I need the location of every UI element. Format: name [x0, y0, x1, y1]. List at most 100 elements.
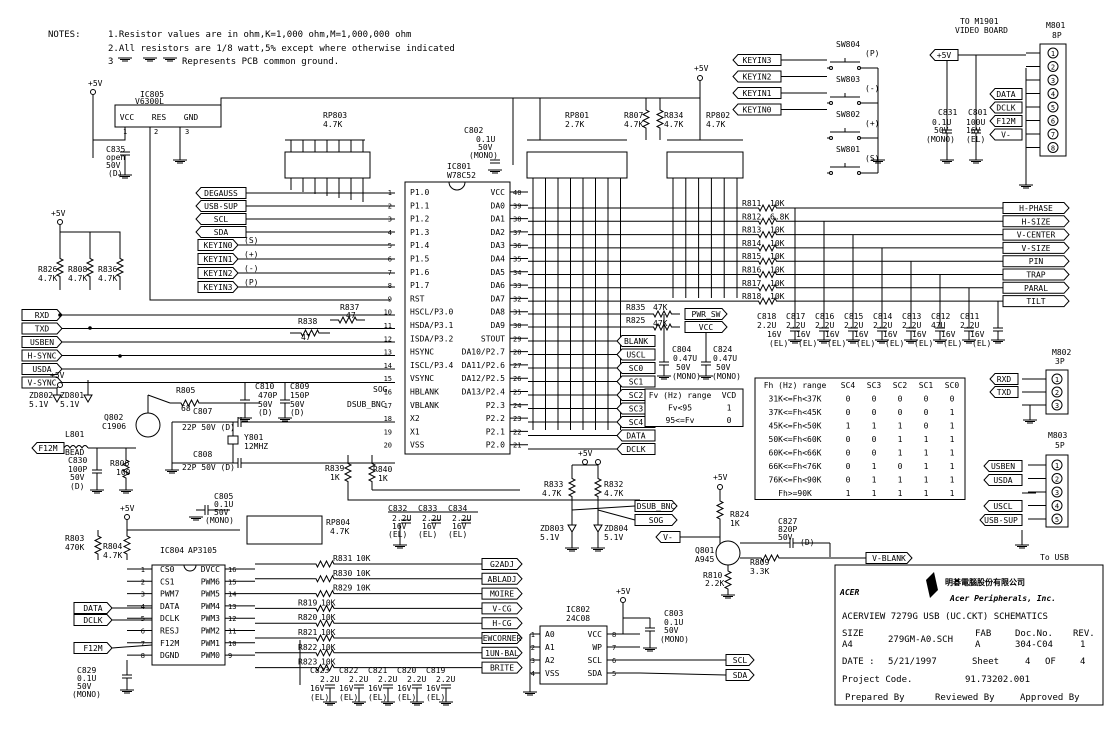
- fv-cell: 1: [727, 404, 732, 413]
- m801-pin-num: 2: [1051, 64, 1055, 72]
- cap-c834: C834: [448, 504, 467, 513]
- fh-cell: 0: [846, 462, 851, 471]
- port-v-cg: [481, 602, 523, 615]
- port-mid-uscl-label: USCL: [626, 351, 645, 360]
- ic801-pin-num: 17: [384, 402, 392, 410]
- ic801-right-pin: DA4: [491, 255, 506, 264]
- ic805-pin-num: 3: [185, 128, 189, 136]
- fab-label: FAB: [975, 629, 991, 639]
- port-g2adj: [481, 558, 523, 570]
- m802-pin-num: 3: [1055, 402, 1059, 410]
- sheet-value: 4: [1025, 657, 1030, 667]
- ground-symbol: [165, 469, 179, 474]
- ic804-left-pin: DGND: [160, 651, 179, 660]
- r836: [115, 245, 125, 290]
- cap-val: 2.2U: [757, 321, 776, 330]
- l801-inductor: [63, 445, 89, 449]
- fh-cell: 0: [872, 408, 877, 417]
- res-val: 10K: [356, 554, 371, 563]
- port-mid-sc4-label: SC4: [629, 418, 644, 427]
- ic801-pin-num: 26: [513, 375, 521, 383]
- port-mid-data-label: DATA: [626, 432, 645, 441]
- ic801-right-pin: DA2: [491, 228, 506, 237]
- ic801-pin-num: 19: [384, 428, 392, 436]
- res-r830: [300, 574, 350, 583]
- fh-header: SC1: [919, 381, 934, 390]
- cap-val: 2.2U: [349, 675, 368, 684]
- switch-contact: [829, 101, 833, 105]
- port-h-phase: [1002, 202, 1070, 214]
- fh-cell: 0: [898, 408, 903, 417]
- port-h-size: [1002, 215, 1070, 228]
- cap-t: (EL): [798, 339, 817, 348]
- res-val: 10K: [770, 226, 785, 235]
- cap-v: 16V: [392, 522, 407, 531]
- y801-ref: Y801: [244, 433, 263, 442]
- ic804-pin-num: 3: [141, 591, 145, 599]
- ic801-pin-num: 12: [384, 335, 392, 343]
- ic801-right-pin: DA12/P2.5: [462, 374, 506, 383]
- res-r823: R823: [298, 658, 317, 667]
- cap-c814: C814: [873, 312, 892, 321]
- rp803: [284, 151, 371, 179]
- c835-ref: C835: [106, 145, 125, 154]
- fh-cell: 0: [924, 408, 929, 417]
- c831-ref: C831: [938, 108, 957, 117]
- r826-ref: R826: [38, 265, 57, 274]
- ground-symbol: [817, 339, 831, 344]
- port-pin-label: PIN: [1029, 257, 1044, 266]
- c801-val: 100U: [966, 118, 985, 127]
- wire: [571, 505, 636, 511]
- zd804-ref: ZD804: [604, 524, 628, 533]
- port-plus5v-m801-label: +5V: [937, 51, 952, 60]
- c835-t: (D): [108, 169, 122, 178]
- switch-sw802: SW802: [836, 110, 860, 119]
- ic801-part: W78C52: [447, 171, 476, 180]
- fv-cell: 0: [727, 416, 732, 425]
- cap-v: 16V: [767, 330, 782, 339]
- res-r812: R812: [742, 212, 761, 221]
- port-mid-sc3-label: SC3: [629, 405, 644, 414]
- ic801-pin-num: 22: [513, 428, 521, 436]
- port-v-center: [1002, 228, 1070, 241]
- m801-pins: 8P: [1052, 31, 1062, 40]
- port-v-sync-label: V-SYNC: [28, 379, 57, 388]
- cap-c823: C823: [310, 666, 329, 675]
- fh-header: SC3: [867, 381, 882, 390]
- rp802: [666, 151, 744, 179]
- power-terminal: [57, 382, 63, 388]
- res-val: 10K: [321, 613, 336, 622]
- c803-ref: C803: [664, 609, 683, 618]
- port-scl: [195, 213, 247, 225]
- ic801-right-pin: DA3: [491, 241, 506, 250]
- port-tilt: [1002, 295, 1070, 308]
- rp801-val: 2.7K: [565, 120, 584, 129]
- port-keyin1: [732, 87, 782, 99]
- res-r831: R831: [333, 554, 352, 563]
- fh-cell: 1: [950, 449, 955, 458]
- m802-pins: 3P: [1055, 357, 1065, 366]
- ground-symbol: [189, 516, 203, 521]
- plus5v-zd: +5V: [50, 371, 65, 380]
- port-ic804-f12m: [73, 642, 113, 654]
- switch-contact: [829, 66, 833, 70]
- r840-val: 1K: [378, 474, 388, 483]
- port-keyin0: [732, 103, 782, 116]
- port-m803-usb-sup-label: USB-SUP: [984, 516, 1018, 525]
- port-sda: [195, 226, 247, 238]
- m801-pin-num: 5: [1051, 104, 1055, 112]
- c802-val: 0.1U: [476, 135, 495, 144]
- port-txd: [21, 322, 63, 335]
- fv-cell: 95<=Fv: [666, 416, 695, 425]
- wire: [111, 644, 153, 649]
- port-scl-label: SCL: [214, 215, 229, 224]
- ic802-pin-num: 1: [531, 631, 535, 639]
- c802-t: (MONO): [469, 151, 498, 160]
- cap-t: (EL): [339, 693, 358, 702]
- ground-symbol: [143, 57, 157, 62]
- port-paral-label: PARAL: [1024, 284, 1048, 293]
- fh-cell: Fh>=90K: [778, 489, 812, 498]
- rev-value: 1: [1080, 640, 1085, 650]
- ic801-pin-num: 4: [388, 229, 392, 237]
- c809-ref: C809: [290, 382, 309, 391]
